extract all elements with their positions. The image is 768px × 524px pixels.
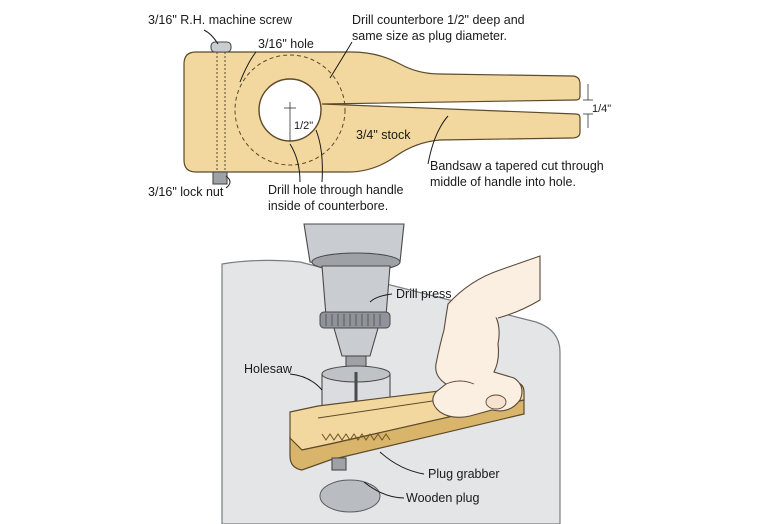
- leader-plug-grabber: [379, 451, 425, 475]
- leader-machine-screw: [203, 29, 219, 45]
- label-machine-screw: 3/16" R.H. machine screw: [148, 13, 293, 27]
- leader-wooden-plug: [363, 481, 405, 499]
- leader-lock-nut: [225, 175, 231, 189]
- handle-top-view: [183, 41, 593, 185]
- chuck-jaws: [333, 327, 379, 357]
- leader-counterbore: [329, 41, 353, 79]
- forearm: [447, 255, 541, 319]
- scene-labels: Drill press Holesaw Plug grabber Wooden …: [244, 287, 500, 505]
- label-bandsaw-1: Bandsaw a tapered cut through: [430, 159, 604, 173]
- leader-drill-hole-2: [315, 129, 323, 183]
- top-view-labels: 3/16" R.H. machine screw 3/16" hole Dril…: [148, 13, 611, 213]
- leader-holesaw: [289, 373, 323, 391]
- label-wooden-plug: Wooden plug: [406, 491, 479, 505]
- drill-press-scene: [221, 223, 561, 524]
- counterbore-outline: [234, 54, 346, 166]
- lock-nut: [212, 171, 228, 185]
- label-drill-hole-1: Drill hole through handle: [268, 183, 404, 197]
- label-hole: 3/16" hole: [258, 37, 314, 51]
- leader-bandsaw: [427, 115, 449, 165]
- label-counterbore-2: same size as plug diameter.: [352, 29, 507, 43]
- screw-end: [331, 457, 347, 471]
- label-stock: 3/4" stock: [356, 128, 411, 142]
- label-bandsaw-2: middle of handle into hole.: [430, 175, 576, 189]
- label-slot-dim: 1/4": [592, 103, 611, 115]
- scene-leaders: [289, 293, 425, 499]
- label-drill-hole-2: inside of counterbore.: [268, 199, 388, 213]
- finger-crease: [445, 380, 475, 385]
- top-view-leaders: [203, 29, 449, 189]
- hand: [432, 298, 523, 418]
- handle-outline: [183, 51, 581, 173]
- screw-head: [210, 41, 232, 53]
- label-drill-press: Drill press: [396, 287, 452, 301]
- label-plug-grabber: Plug grabber: [428, 467, 500, 481]
- leader-drill-hole: [289, 143, 301, 183]
- holesaw-teeth: [321, 433, 391, 441]
- label-holesaw: Holesaw: [244, 362, 293, 376]
- table-hole: [319, 479, 381, 513]
- thumb-tip: [485, 394, 507, 410]
- chuck-teeth: [325, 314, 381, 326]
- label-counterbore-1: Drill counterbore 1/2" deep and: [352, 13, 525, 27]
- leader-drill-press: [369, 293, 393, 303]
- label-hole-dim: 1/2": [294, 120, 313, 132]
- leader-hole: [239, 51, 257, 83]
- chuck-collar: [319, 311, 391, 329]
- label-lock-nut: 3/16" lock nut: [148, 185, 224, 199]
